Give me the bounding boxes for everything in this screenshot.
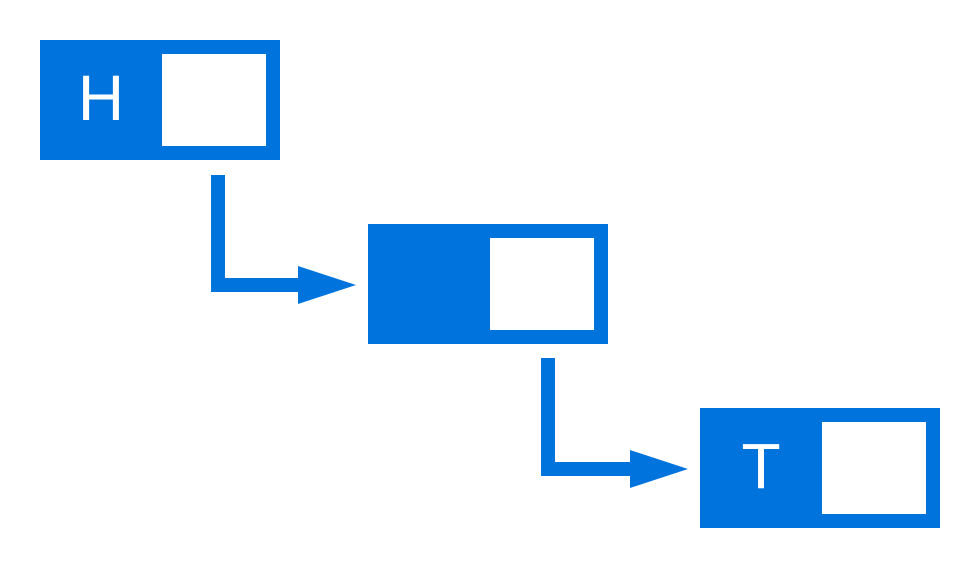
node-pointer-slot: [490, 238, 594, 330]
arrowhead: [298, 266, 356, 304]
arrowhead: [630, 450, 688, 488]
node-label-head: H: [78, 62, 124, 134]
pointer-arrow-1: [211, 175, 356, 304]
list-node-head: H: [40, 40, 280, 160]
node-label-tail: T: [741, 430, 780, 502]
list-node-middle: [368, 224, 608, 344]
node-pointer-slot: [162, 54, 266, 146]
pointer-arrow-2: [541, 358, 688, 488]
list-node-tail: T: [700, 408, 940, 528]
arrow-line: [541, 358, 637, 476]
arrow-line: [211, 175, 305, 292]
node-pointer-slot: [822, 422, 926, 514]
